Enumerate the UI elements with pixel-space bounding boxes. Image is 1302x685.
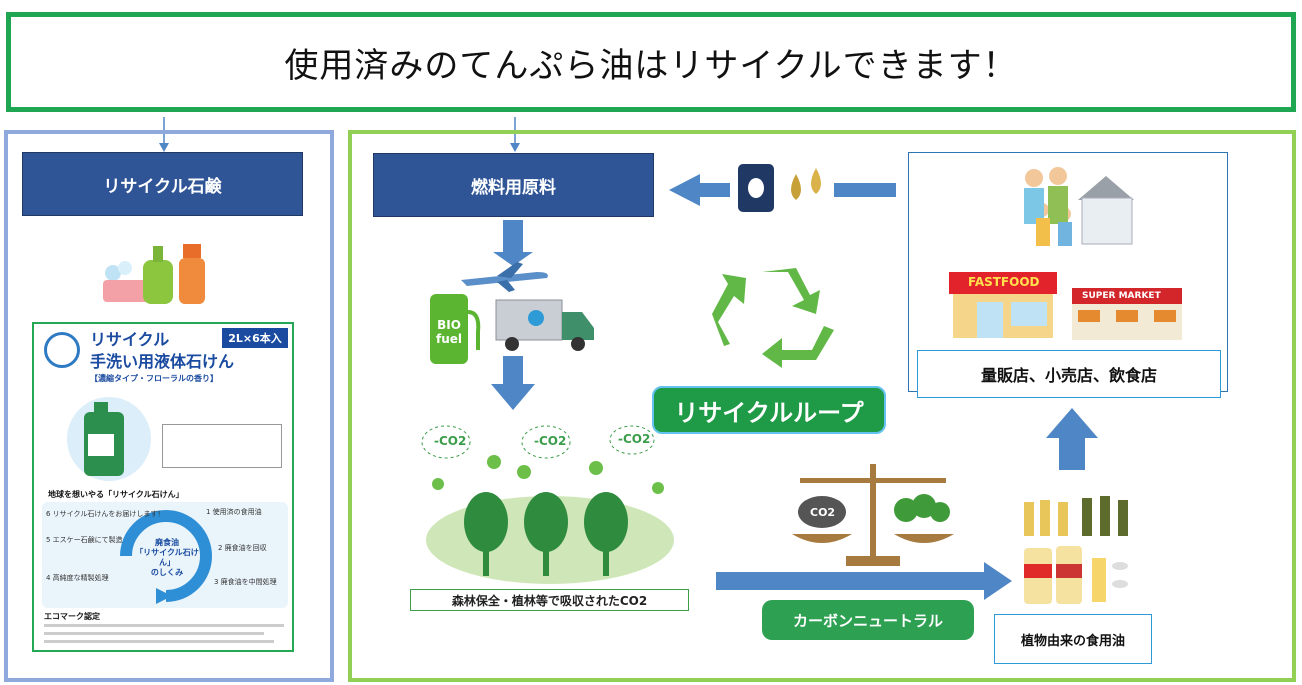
eco-text-line — [44, 632, 264, 635]
step-5: 5 エスケー石鹸にて製造 — [46, 536, 123, 544]
balance-co2: CO2 — [810, 506, 836, 519]
recycle-icon — [712, 268, 834, 368]
recycle-soap-label: リサイクル石鹸 — [22, 152, 303, 216]
plant-oil-label: 植物由来の食用油 — [994, 614, 1152, 664]
step-4: 4 高純度な精製処理 — [46, 574, 109, 582]
cycle-area: 廃食油 「リサイクル石けん」 のしくみ 6 リサイクル石けんをお届けします！ 5… — [42, 502, 288, 608]
truck-icon — [495, 299, 594, 351]
soap-flyer: リサイクル 2L×6本入 手洗い用液体石けん 【濃縮タイプ・フローラルの香り】 … — [32, 322, 294, 652]
flyer-slogan: 地球を想いやる「リサイクル石けん」 — [48, 490, 184, 499]
carbon-neutral-badge: カーボンニュートラル — [762, 600, 974, 640]
fastfood-sign: FASTFOOD — [968, 275, 1040, 289]
cycle-center-text: 廃食油 「リサイクル石けん」 のしくみ — [135, 538, 199, 577]
forest-caption: 森林保全・植林等で吸収されたCO2 — [410, 589, 689, 611]
flyer-subtitle: 【濃縮タイプ・フローラルの香り】 — [90, 374, 218, 383]
bio-fuel-pump-icon — [430, 294, 481, 364]
eco-text-line — [44, 624, 284, 627]
soap-bottles-icon — [103, 244, 205, 304]
stores-label: 量販店、小売店、飲食店 — [917, 350, 1221, 398]
step-1: 1 使用済の食用油 — [206, 508, 262, 516]
airplane-icon — [461, 262, 548, 292]
eco-heading: エコマーク認定 — [44, 612, 100, 621]
step-6: 6 リサイクル石けんをお届けします！ — [46, 510, 165, 518]
balance-scale-icon — [792, 464, 954, 566]
eco-text-line — [44, 640, 274, 643]
bio-fuel-text: BIO fuel — [435, 318, 462, 346]
ecomark-icon — [44, 332, 80, 368]
step-3: 3 廃食油を中間処理 — [214, 578, 277, 586]
spec-table — [162, 424, 282, 468]
oil-drum-icon — [738, 164, 821, 212]
co2-mark-2: -CO2 — [534, 434, 567, 448]
cooking-oils-icon — [1024, 496, 1128, 604]
title-box: 使用済みのてんぷら油はリサイクルできます！ — [6, 12, 1296, 112]
supermarket-sign: SUPER MARKET — [1082, 291, 1161, 301]
forest-icon — [421, 425, 674, 584]
step-2: 2 廃食油を回収 — [218, 544, 267, 552]
recycle-loop-badge: リサイクルループ — [652, 386, 886, 434]
right-panel — [348, 130, 1296, 682]
left-panel — [4, 130, 334, 682]
flyer-badge: 2L×6本入 — [222, 328, 288, 348]
supermarket-icon — [1072, 288, 1182, 340]
flyer-title-1: リサイクル — [90, 330, 170, 349]
jug-icon — [67, 397, 151, 481]
family-house-icon — [1024, 167, 1134, 246]
co2-mark-1: -CO2 — [434, 434, 467, 448]
fastfood-store-icon — [949, 272, 1057, 338]
page-title: 使用済みのてんぷら油はリサイクルできます！ — [284, 45, 1018, 86]
fuel-material-label: 燃料用原料 — [373, 153, 654, 217]
co2-mark-3: -CO2 — [618, 432, 651, 446]
flyer-title-2: 手洗い用液体石けん — [90, 352, 235, 371]
cycle-arrow-icon — [120, 510, 212, 604]
